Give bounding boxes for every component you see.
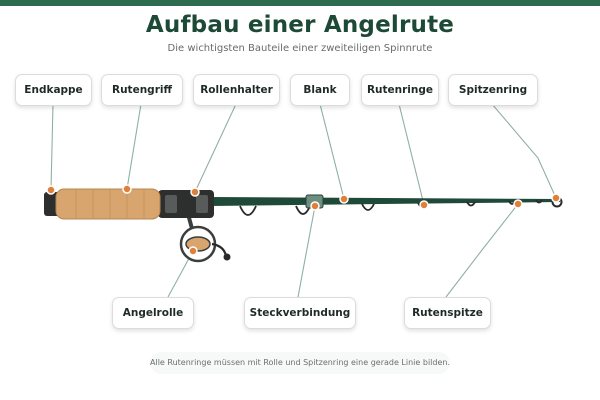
label-endkappe: Endkappe xyxy=(15,74,92,106)
reel-handle-knob xyxy=(223,253,231,261)
label-angelrolle: Angelrolle xyxy=(112,297,194,329)
leader-spitzenring xyxy=(491,103,557,199)
top-accent-bar xyxy=(0,0,600,6)
marker-angelrolle xyxy=(188,246,198,256)
leader-blank xyxy=(319,103,345,200)
label-spitzenring: Spitzenring xyxy=(448,74,538,106)
markers xyxy=(46,184,561,256)
label-rollenhalter: Rollenhalter xyxy=(193,74,280,106)
rod-blank xyxy=(210,197,560,206)
leader-lines xyxy=(50,103,557,298)
label-rutenspitze: Rutenspitze xyxy=(404,297,491,329)
leader-endkappe xyxy=(50,103,54,191)
marker-blank xyxy=(339,194,349,204)
label-rutenringe: Rutenringe xyxy=(361,74,439,106)
diagram-title: Aufbau einer Angelrute xyxy=(145,12,455,38)
marker-rutenringe xyxy=(419,200,429,210)
leader-rutengriff xyxy=(126,103,142,190)
leader-rutenspitze xyxy=(445,203,519,298)
marker-rutengriff xyxy=(122,184,132,194)
marker-rollenhalter xyxy=(190,187,200,197)
marker-endkappe xyxy=(46,185,56,195)
leader-rollenhalter xyxy=(194,103,237,193)
marker-rutenspitze xyxy=(513,199,523,209)
label-steckverbindung: Steckverbindung xyxy=(244,297,356,329)
diagram-subtitle: Die wichtigsten Bauteile einer zweiteili… xyxy=(167,43,433,54)
footnote: Alle Rutenringe müssen mit Rolle und Spi… xyxy=(150,352,450,374)
label-blank: Blank xyxy=(290,74,350,106)
marker-spitzenring xyxy=(551,193,561,203)
reel xyxy=(179,225,231,263)
leader-steckverbindung xyxy=(297,205,316,298)
leader-rutenringe xyxy=(398,103,425,206)
label-rutengriff: Rutengriff xyxy=(101,74,183,106)
cork-grip xyxy=(55,188,161,220)
marker-steckverbindung xyxy=(310,201,320,211)
